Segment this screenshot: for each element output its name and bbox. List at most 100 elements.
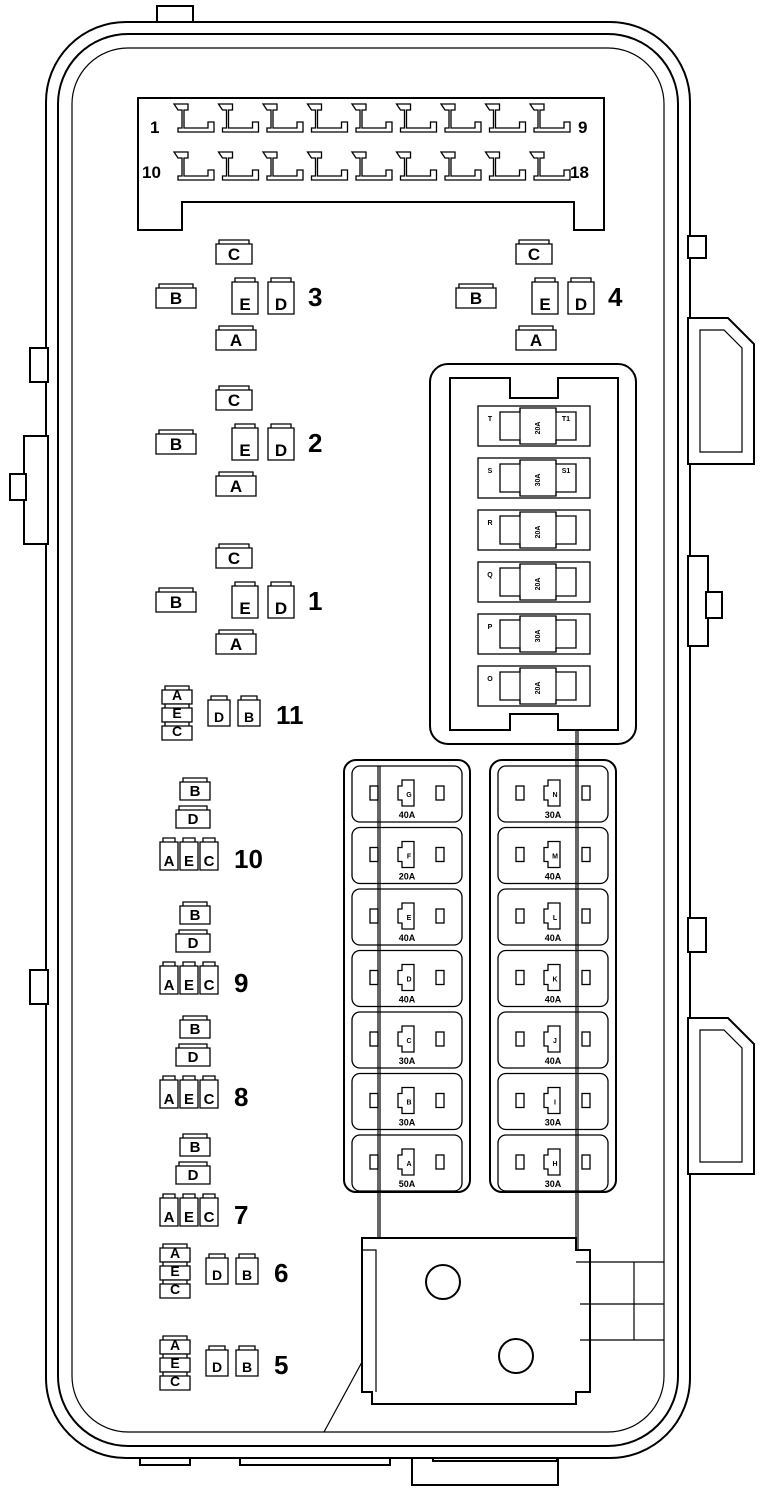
- connector-18-pin: 1 9 10 18: [137, 97, 605, 231]
- relay-pin-c: C: [228, 391, 240, 410]
- relay-pin-b: B: [470, 289, 482, 308]
- connector-pin: [528, 103, 571, 133]
- relay-terminal: [267, 581, 295, 619]
- relay-terminal: [175, 1043, 211, 1067]
- relay-terminal: [215, 239, 253, 265]
- maxi-fuse-rating: 40A: [545, 995, 562, 1005]
- relay-terminal: [179, 1015, 211, 1039]
- relay-pin-a: A: [172, 687, 182, 703]
- relay-terminal: [159, 1075, 179, 1109]
- relay-pin-d: D: [188, 1049, 199, 1066]
- pin-label-10: 10: [142, 163, 161, 182]
- relay-pin-a: A: [230, 635, 242, 654]
- relay-terminal: [159, 837, 179, 871]
- relay-pin-e: E: [172, 705, 181, 721]
- connector-pin: [350, 151, 393, 181]
- relay-pin-d: D: [212, 1267, 222, 1283]
- relay-number: 10: [234, 844, 263, 874]
- relay-terminal: [567, 277, 595, 315]
- relay-terminal: [215, 629, 257, 655]
- relay-terminal: [175, 1161, 211, 1185]
- mini-fuse-left-label: R: [487, 520, 492, 527]
- relay-pin-e: E: [184, 853, 194, 870]
- maxi-fuse-rating: 40A: [545, 933, 562, 943]
- relay-number: 2: [308, 428, 322, 458]
- relay-pin-b: B: [244, 709, 254, 725]
- relay-pin-c: C: [172, 723, 182, 739]
- relay-pin-b: B: [190, 1139, 201, 1156]
- relay-terminal: [199, 837, 219, 871]
- relay-terminal: [161, 685, 193, 705]
- relay-pin-a: A: [230, 477, 242, 496]
- relay-pin-c: C: [204, 977, 215, 994]
- relay-terminal: [179, 961, 199, 995]
- connector-pin: [217, 151, 260, 181]
- maxi-fuse-id: H: [552, 1161, 557, 1168]
- maxi-fuse-body: [543, 840, 561, 869]
- mini-fuse-rating: 20A: [535, 422, 542, 435]
- mini-fuse-rating: 20A: [535, 578, 542, 591]
- maxi-fuse-body: [397, 902, 415, 930]
- mini-fuse-left-label: O: [487, 676, 493, 683]
- relay-terminal: [199, 1075, 219, 1109]
- relay-terminal: [231, 423, 259, 461]
- maxi-fuse-id: K: [552, 977, 557, 984]
- relay-pin-a: A: [170, 1245, 180, 1261]
- maxi-fuse-body: [397, 1025, 415, 1053]
- maxi-fuse-id: C: [406, 1038, 411, 1045]
- relay-pin-a: A: [164, 977, 175, 994]
- relay-terminal: [159, 1353, 191, 1373]
- relay-terminal: [267, 277, 295, 315]
- relay-terminal: [155, 429, 197, 455]
- relay-number: 11: [276, 700, 304, 730]
- relay-terminal: [159, 1243, 191, 1263]
- relay-pin-c: C: [228, 245, 240, 264]
- relay-terminal: [179, 1075, 199, 1109]
- maxi-fuse-rating: 20A: [399, 872, 416, 882]
- maxi-fuse-id: J: [553, 1038, 557, 1045]
- wire-lines: [377, 730, 579, 1260]
- relay-terminal: [237, 695, 261, 727]
- relay-pin-a: A: [164, 1209, 175, 1226]
- relay-pin-d: D: [575, 295, 587, 314]
- relay-terminal: [159, 1193, 179, 1227]
- relay-terminal: [199, 961, 219, 995]
- relay-pin-e: E: [184, 1091, 194, 1108]
- relay-terminal: [205, 1253, 229, 1285]
- relay-pin-a: A: [530, 331, 542, 350]
- relay-pin-d: D: [275, 599, 287, 618]
- relay-pin-d: D: [212, 1359, 222, 1375]
- relay-pin-e: E: [539, 295, 550, 314]
- mini-fuse-left-label: P: [488, 624, 493, 631]
- maxi-fuse-body: [397, 840, 415, 869]
- connector-pin: [439, 103, 482, 133]
- maxi-fuse-body: [397, 1086, 415, 1115]
- connector-pin: [261, 103, 304, 133]
- relay-pin-a: A: [164, 853, 175, 870]
- relay-terminal: [179, 901, 211, 925]
- relay-terminal: [161, 721, 193, 741]
- relay-terminal: [159, 961, 179, 995]
- relay-terminal: [159, 1335, 191, 1355]
- relay-pin-c: C: [204, 1209, 215, 1226]
- maxi-fuse-body: [397, 1148, 415, 1176]
